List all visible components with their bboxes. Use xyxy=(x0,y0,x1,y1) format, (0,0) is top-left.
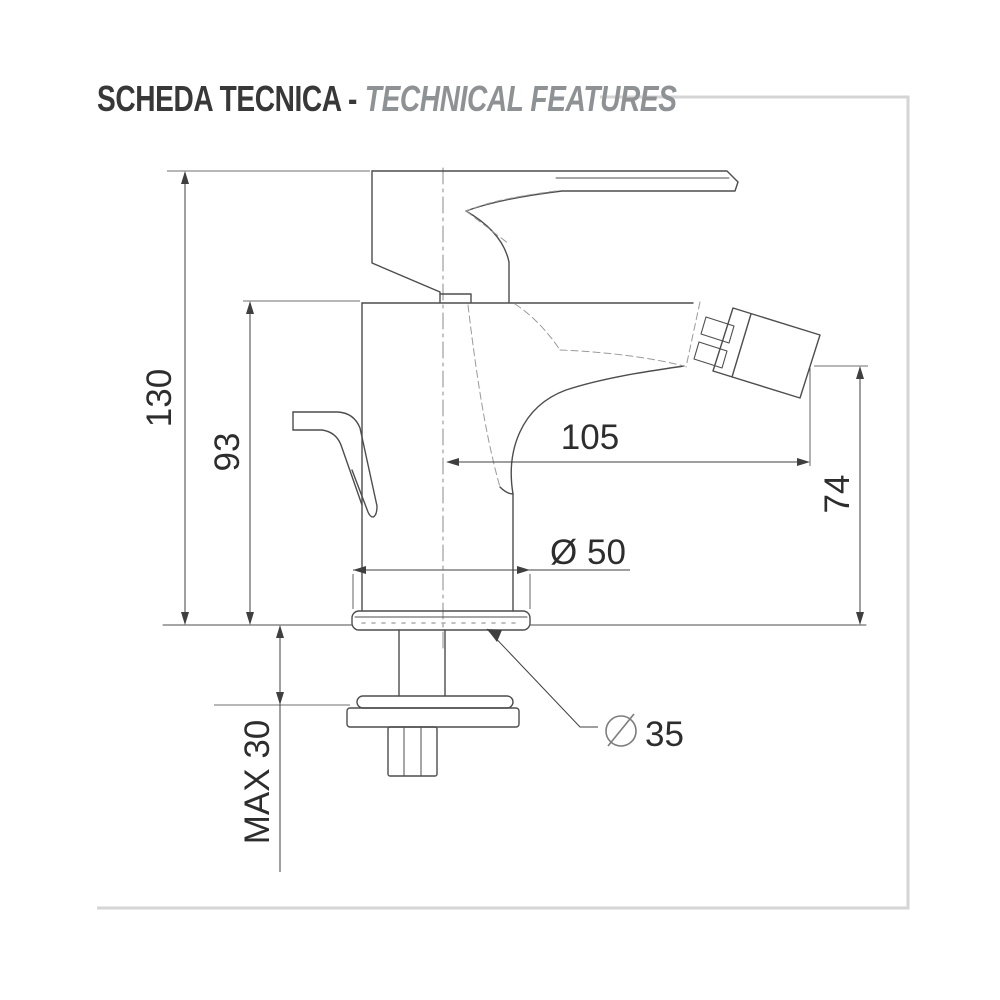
mounting-hardware xyxy=(346,629,520,777)
dimension-body-height xyxy=(243,300,360,625)
title-english: TECHNICAL FEATURES xyxy=(364,78,677,119)
handle-lever xyxy=(371,170,739,303)
aerator xyxy=(693,307,821,399)
body-and-spout xyxy=(361,301,701,612)
dim-label-74: 74 xyxy=(818,475,857,514)
faucet-drawing-icon xyxy=(162,167,867,777)
upper-body xyxy=(371,170,472,303)
dim-label-35: 35 xyxy=(645,715,684,754)
dimension-outlet-height xyxy=(814,365,868,625)
sheet-frame xyxy=(97,95,910,910)
dimension-spout-reach xyxy=(446,368,811,466)
base-flange xyxy=(351,610,531,631)
dim-label-105: 105 xyxy=(561,418,619,457)
dimension-base-diameter xyxy=(352,566,630,609)
dim-label-max30: MAX 30 xyxy=(238,720,277,845)
dimension-hole-diameter xyxy=(486,628,637,747)
dim-label-130: 130 xyxy=(140,369,179,427)
popup-rod xyxy=(292,411,378,518)
dimension-max-thickness xyxy=(214,625,350,872)
dim-label-diameter50: Ø 50 xyxy=(550,533,626,572)
diameter-symbol-icon xyxy=(605,713,637,747)
page-title: SCHEDA TECNICA -TECHNICAL FEATURES xyxy=(97,78,677,120)
dimension-total-height xyxy=(167,170,370,625)
title-italian: SCHEDA TECNICA - xyxy=(97,78,358,119)
dim-label-93: 93 xyxy=(208,433,247,472)
